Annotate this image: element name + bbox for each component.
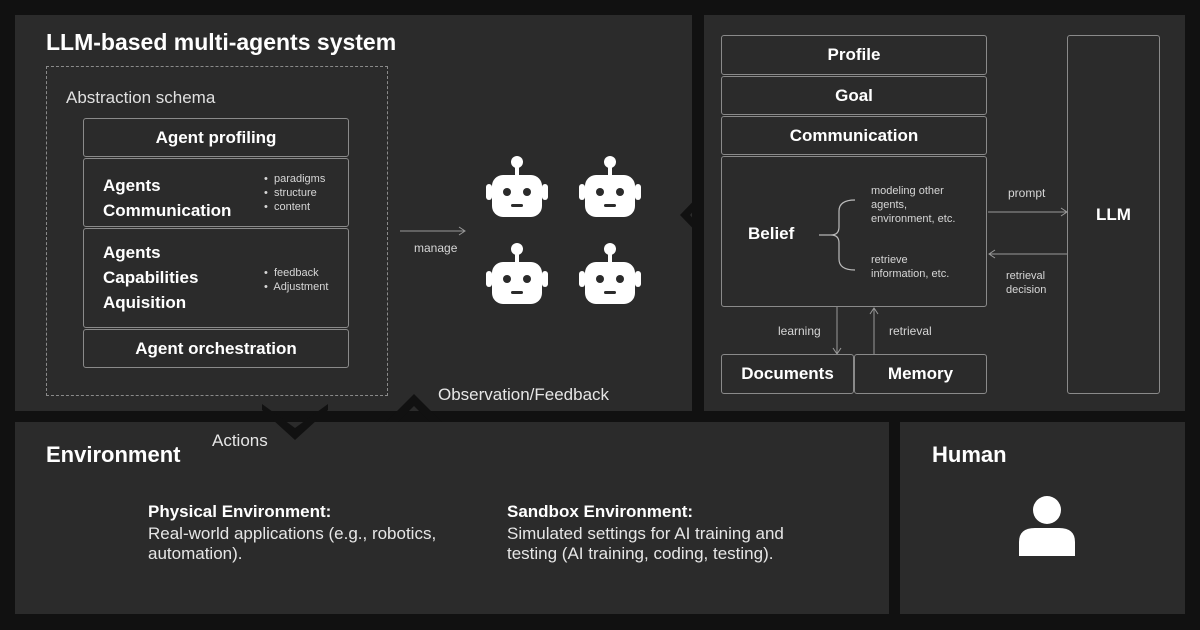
belief-brace (819, 199, 856, 271)
belief-label: Belief (748, 224, 795, 243)
memory-box: Memory (854, 354, 987, 394)
bullet-item: • paradigms (264, 173, 326, 185)
llm-box: LLM (1067, 35, 1160, 394)
agents-communication-line1: Agents (103, 176, 161, 195)
physical-environment-desc-line1: Real-world applications (e.g., robotics, (148, 524, 437, 543)
panel-connector-notch (680, 190, 704, 240)
prompt-label: prompt (1008, 186, 1046, 200)
robot-icon (486, 156, 548, 217)
agents-capabilities-box: Agents Capabilities Aquisition • feedbac… (83, 228, 349, 328)
robot-icon (579, 243, 641, 304)
manage-arrow (400, 226, 466, 236)
documents-label: Documents (741, 364, 834, 383)
abstraction-schema-label: Abstraction schema (66, 88, 216, 107)
agents-capabilities-label: Agents Capabilities Aquisition (103, 240, 198, 315)
manage-label: manage (414, 241, 458, 255)
actions-notch (262, 404, 328, 440)
retrieval-decision-arrow (988, 249, 1067, 259)
bullet-item: • Adjustment (264, 281, 329, 293)
human-title: Human (932, 442, 1007, 467)
sandbox-environment-title: Sandbox Environment: (507, 502, 694, 521)
belief-box: Belief modeling other agents, environmen… (721, 156, 987, 307)
agents-capabilities-line1: Agents (103, 243, 161, 262)
goal-label: Goal (835, 85, 873, 105)
profile-box: Profile (721, 35, 987, 75)
robot-icon (486, 243, 548, 304)
sandbox-environment-desc-line1: Simulated settings for AI training and (507, 524, 784, 543)
belief-item-retrieve: retrieve information, etc. (871, 254, 950, 280)
bullet-item: • content (264, 201, 311, 213)
actions-label: Actions (212, 431, 268, 450)
agents-communication-box: Agents Communication • paradigms • struc… (83, 158, 349, 227)
physical-environment-title: Physical Environment: (148, 502, 332, 521)
person-icon (1019, 496, 1075, 556)
mas-title: LLM-based multi-agents system (46, 29, 397, 55)
learning-arrow (832, 307, 842, 355)
observation-notch (386, 394, 442, 422)
goal-box: Goal (721, 76, 987, 115)
bullet-item: • structure (264, 187, 317, 199)
documents-box: Documents (721, 354, 854, 394)
agent-profiling-label: Agent profiling (155, 127, 277, 147)
retrieval-arrow (869, 307, 879, 354)
sandbox-environment-desc-line2: testing (AI training, coding, testing). (507, 544, 774, 563)
prompt-arrow (988, 207, 1068, 217)
communication-bullets: • paradigms • structure • content (264, 172, 325, 214)
agents-capabilities-line3: Aquisition (103, 293, 187, 312)
environment-title: Environment (46, 442, 181, 467)
agents-communication-line2: Communication (103, 201, 232, 220)
agents-communication-label: Agents Communication (103, 173, 231, 223)
llm-label: LLM (1096, 204, 1131, 224)
agent-orchestration-box: Agent orchestration (83, 329, 349, 368)
memory-label: Memory (887, 364, 954, 383)
observation-feedback-label: Observation/Feedback (438, 385, 610, 404)
agent-orchestration-label: Agent orchestration (135, 338, 297, 358)
bullet-item: • feedback (264, 267, 319, 279)
sandbox-environment: Sandbox Environment: Simulated settings … (507, 502, 784, 564)
robot-icon (579, 156, 641, 217)
retrieval-label: retrieval (889, 324, 932, 338)
belief-item-modeling: modeling other agents, environment, etc. (871, 185, 956, 225)
profile-label: Profile (827, 45, 881, 64)
communication-label: Communication (789, 125, 919, 145)
agents-capabilities-line2: Capabilities (103, 268, 199, 287)
agent-profiling-box: Agent profiling (83, 118, 349, 157)
retrieval-decision-label: retrieval decision (1006, 270, 1047, 296)
environment-panel (15, 422, 889, 614)
physical-environment-desc-line2: automation). (148, 544, 243, 563)
abstraction-schema-box (46, 66, 388, 396)
capabilities-bullets: • feedback • Adjustment (264, 266, 328, 294)
learning-label: learning (778, 324, 821, 338)
communication-box: Communication (721, 116, 987, 155)
physical-environment: Physical Environment: Real-world applica… (148, 502, 436, 564)
